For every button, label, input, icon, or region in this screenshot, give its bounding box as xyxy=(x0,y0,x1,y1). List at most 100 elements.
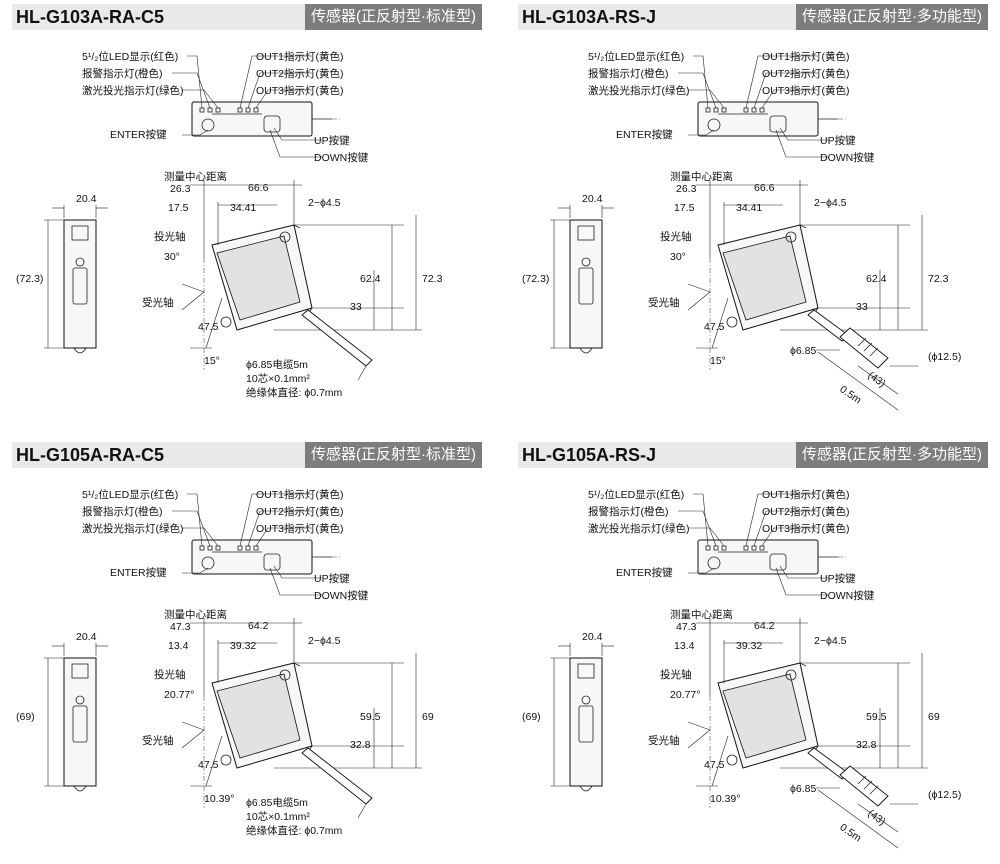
enter-key xyxy=(707,118,721,132)
side-view-connector xyxy=(71,225,89,241)
panel-header: HL-G105A-RA-C5 传感器(正反射型·标准型) xyxy=(12,442,482,468)
dim-h2: 72.3 xyxy=(928,273,949,285)
model-name: HL-G105A-RS-J xyxy=(518,442,796,468)
label-enter-key: ENTER按键 xyxy=(616,128,673,141)
label-up-key: UP按键 xyxy=(314,572,350,585)
label-enter-key: ENTER按键 xyxy=(110,128,167,141)
front-view-edge xyxy=(799,224,807,229)
dim-center-dist: 47.3 xyxy=(170,621,191,633)
connector-length: 0.5m xyxy=(837,821,863,844)
center-dist-label: 测量中心距离 xyxy=(164,608,227,621)
sensor-panel-3: HL-G105A-RA-C5 传感器(正反射型·标准型) xyxy=(12,442,482,862)
label-out1: OUT1指示灯(黄色) xyxy=(762,488,850,501)
cable-group: ϕ6.85电缆5m 10芯×0.1mm² 绝缘体直径: ϕ0.7mm xyxy=(246,747,373,837)
emit-axis-line xyxy=(181,283,205,293)
leader-out1 xyxy=(745,493,818,547)
dim-hole: 2−ϕ4.5 xyxy=(308,197,341,209)
dim-center-dist: 47.3 xyxy=(676,621,697,633)
dim-d3: 47.5 xyxy=(704,759,725,771)
recv-axis-line xyxy=(181,729,205,749)
label-out2: OUT2指示灯(黄色) xyxy=(762,505,850,518)
connector-cable-dia: ϕ6.85 xyxy=(790,345,816,357)
up-down-key xyxy=(263,115,281,133)
side-width: 20.4 xyxy=(76,631,97,643)
side-view-window xyxy=(72,705,88,743)
leader-out1 xyxy=(745,55,818,109)
leader-led xyxy=(187,55,203,109)
sensor-type: 传感器(正反射型·标准型) xyxy=(305,442,482,468)
cable xyxy=(301,747,373,805)
label-out3: OUT3指示灯(黄色) xyxy=(256,84,344,97)
cable-cores: 10芯×0.1mm² xyxy=(246,810,310,823)
dim-angle2: 10.39° xyxy=(710,793,740,805)
model-name: HL-G103A-RS-J xyxy=(518,4,796,30)
leader-out2 xyxy=(247,510,312,547)
enter-key xyxy=(201,556,215,570)
leader-up xyxy=(273,565,322,579)
label-alarm-indicator: 报警指示灯(橙色) xyxy=(588,505,669,518)
dim-d3: 47.5 xyxy=(198,759,219,771)
front-view xyxy=(687,180,928,370)
dim-d3: 47.5 xyxy=(198,321,219,333)
connector-len: (43) xyxy=(865,807,887,828)
side-height: (69) xyxy=(522,711,541,723)
emit-axis-label: 投光轴 xyxy=(154,668,186,681)
panel-header: HL-G103A-RS-J 传感器(正反射型·多功能型) xyxy=(518,4,988,30)
dim-h2: 69 xyxy=(928,711,940,723)
label-out1: OUT1指示灯(黄色) xyxy=(762,50,850,63)
side-height: (69) xyxy=(16,711,35,723)
side-view-connector xyxy=(577,225,595,241)
connector-dia: (ϕ12.5) xyxy=(928,789,961,801)
cable-leader xyxy=(357,365,367,381)
dim-angle: 30° xyxy=(164,251,180,263)
dim-d2: 34.41 xyxy=(230,202,256,214)
dim-hole: 2−ϕ4.5 xyxy=(814,635,847,647)
front-view-face xyxy=(216,235,301,321)
side-view-lens xyxy=(75,257,85,267)
dim-hole: 2−ϕ4.5 xyxy=(814,197,847,209)
panel-header: HL-G105A-RS-J 传感器(正反射型·多功能型) xyxy=(518,442,988,468)
center-dist-label: 测量中心距离 xyxy=(670,608,733,621)
dim-width: 64.2 xyxy=(248,620,269,632)
recv-axis-label: 受光轴 xyxy=(648,296,680,309)
emit-axis-line xyxy=(687,283,711,293)
top-view xyxy=(191,539,342,575)
leader-down xyxy=(775,129,828,158)
label-out2: OUT2指示灯(黄色) xyxy=(256,67,344,80)
mount-hole-top xyxy=(279,669,291,681)
dim-47-line xyxy=(711,735,729,787)
connector-dia: (ϕ12.5) xyxy=(928,351,961,363)
dim-d1: 17.5 xyxy=(674,202,695,214)
side-view-window xyxy=(578,705,594,743)
conn-length-line xyxy=(817,351,899,411)
side-view-connector xyxy=(577,663,595,679)
mount-hole-bottom xyxy=(220,316,232,328)
leader-up xyxy=(779,127,828,141)
dim-d3: 47.5 xyxy=(704,321,725,333)
label-down-key: DOWN按键 xyxy=(314,151,369,164)
leader-down xyxy=(269,129,322,158)
dim-angle: 20.77° xyxy=(670,689,700,701)
dim-d1: 13.4 xyxy=(674,640,695,652)
leader-down xyxy=(269,567,322,596)
leader-enter xyxy=(182,129,209,136)
dim-width: 66.6 xyxy=(754,182,775,194)
leader-out2 xyxy=(247,72,312,109)
connector-ring-2 xyxy=(863,780,873,790)
sensor-panel-2: HL-G103A-RS-J 传感器(正反射型·多功能型) xyxy=(518,4,988,424)
dim-h2: 72.3 xyxy=(422,273,443,285)
label-down-key: DOWN按键 xyxy=(820,589,875,602)
side-view-body xyxy=(63,657,97,787)
model-name: HL-G103A-RA-C5 xyxy=(12,4,305,30)
side-view-body xyxy=(569,657,603,787)
dim-47-line xyxy=(205,735,223,787)
dim-angle2: 15° xyxy=(710,355,726,367)
side-view-tip xyxy=(73,785,87,792)
leader-up xyxy=(273,127,322,141)
cable xyxy=(301,309,373,367)
side-view-lens xyxy=(581,695,591,705)
emit-axis-label: 投光轴 xyxy=(660,230,692,243)
side-view-window xyxy=(578,267,594,305)
dimension-drawing: 5¹/₂位LED显示(红色) 报警指示灯(橙色) 激光投光指示灯(绿色) ENT… xyxy=(16,50,443,399)
leader-alarm xyxy=(172,510,211,547)
